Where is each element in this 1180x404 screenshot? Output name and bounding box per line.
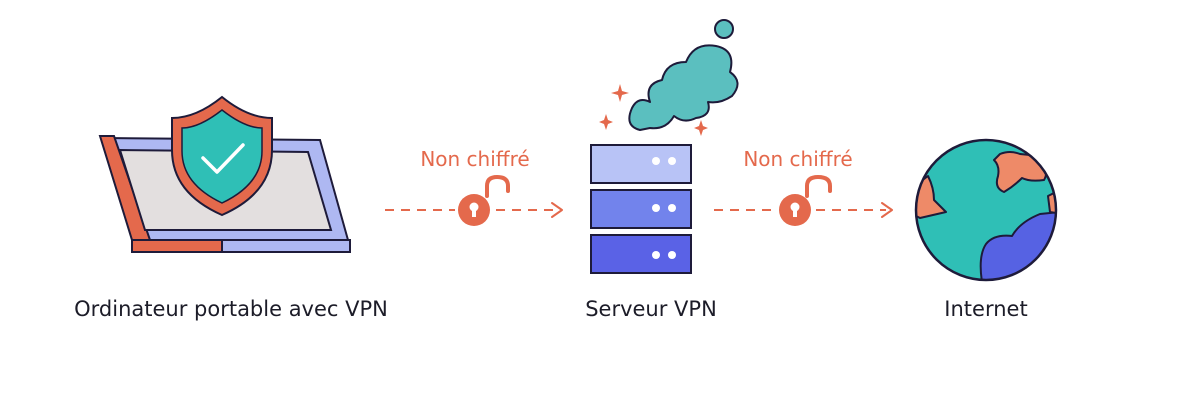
- internet-label: Internet: [944, 297, 1027, 321]
- cloud-icon: [599, 19, 739, 136]
- server-label: Serveur VPN: [585, 297, 717, 321]
- connection-laptop-server: [385, 174, 563, 226]
- shield-check-icon: [171, 95, 273, 217]
- laptop-label: Ordinateur portable avec VPN: [74, 297, 388, 321]
- globe-icon: [914, 138, 1058, 282]
- server-icon: [590, 144, 692, 274]
- unlocked-padlock-icon: [779, 174, 832, 226]
- connection-label-2: Non chiffré: [743, 147, 852, 171]
- unlocked-padlock-icon: [458, 174, 510, 226]
- connection-label-1: Non chiffré: [420, 147, 529, 171]
- connection-server-internet: [714, 174, 893, 226]
